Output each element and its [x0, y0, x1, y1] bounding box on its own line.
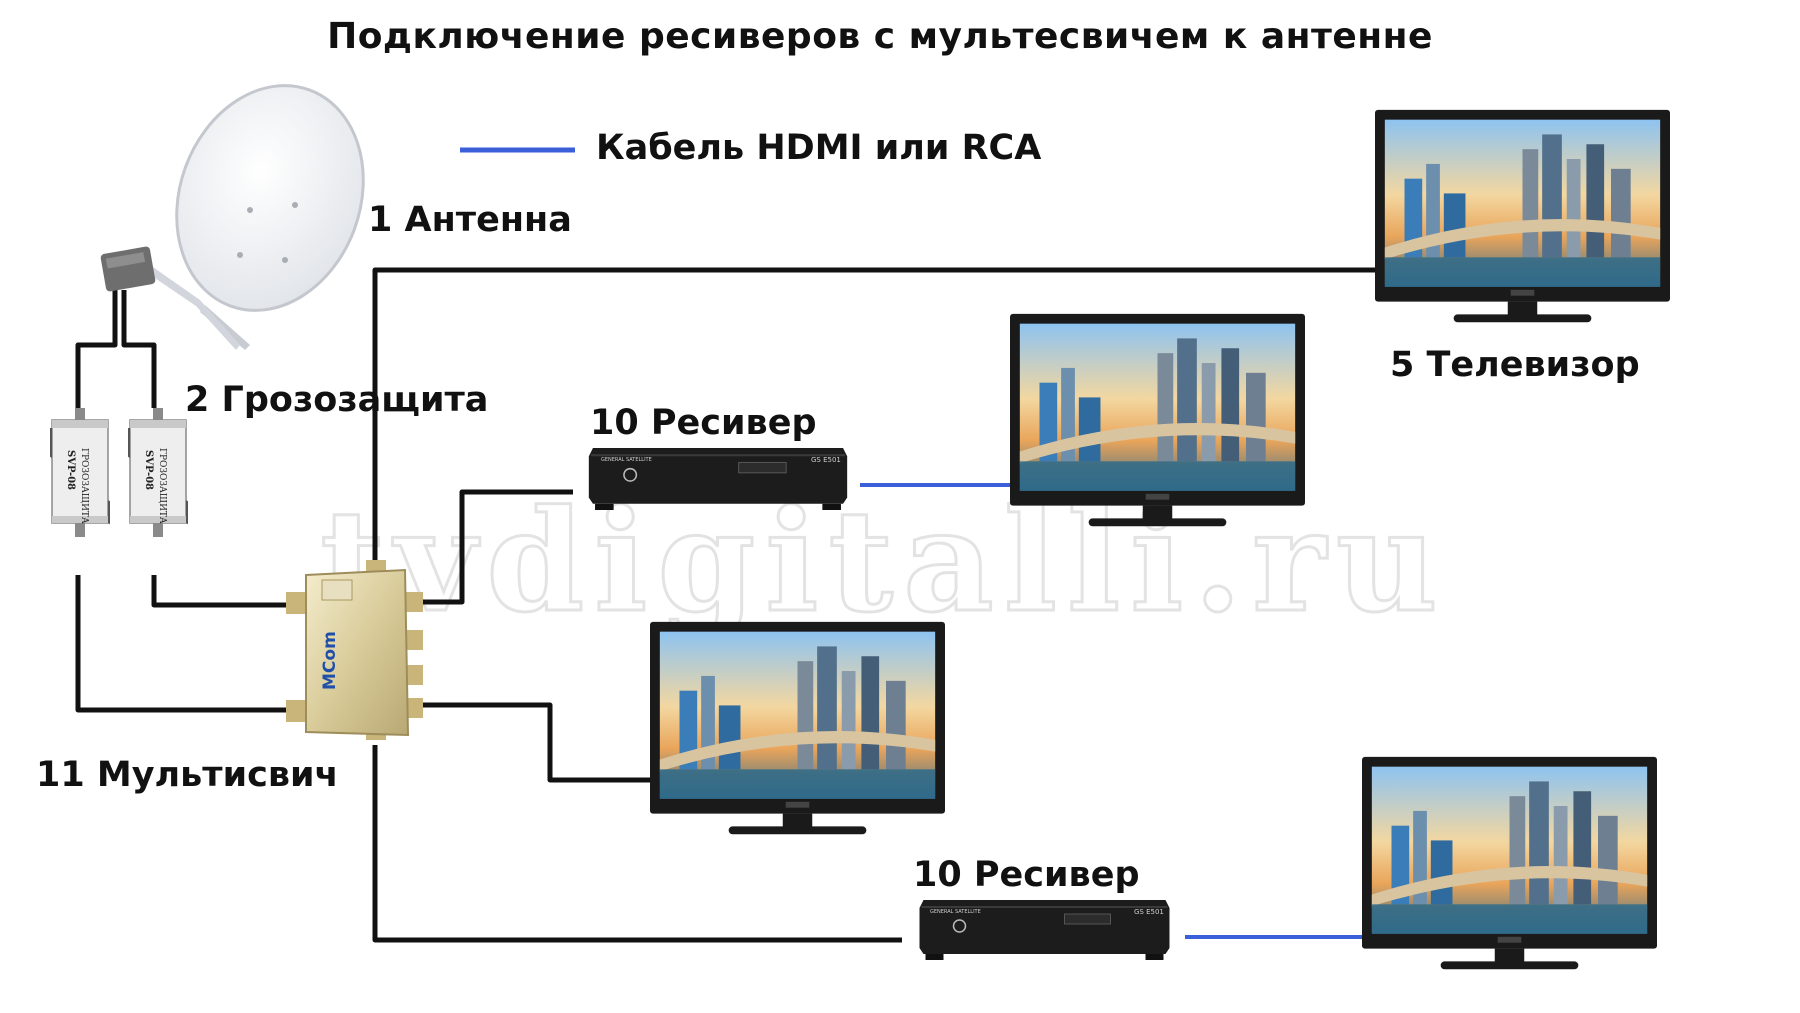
tv-bottom-right — [1362, 756, 1657, 970]
svg-text:GS E501: GS E501 — [811, 456, 841, 464]
tv-middle-lower — [650, 621, 945, 835]
watermark: tvdigitalli.ru — [320, 480, 1447, 644]
multiswitch-brand: MCom — [320, 631, 340, 690]
surge-protector-left: ГРОЗОЗАЩИТА SVP-08 — [50, 408, 110, 538]
svg-text:GENERAL SATELLITE: GENERAL SATELLITE — [930, 909, 981, 915]
cable-lnb-to-surge-left — [75, 290, 118, 408]
svg-text:ГРОЗОЗАЩИТА: ГРОЗОЗАЩИТА — [157, 448, 167, 524]
receiver-1: GS E501 GENERAL SATELLITE — [587, 448, 849, 510]
lnb-converter — [100, 246, 156, 292]
cable-surge-right-to-multiswitch — [151, 575, 286, 608]
cable-multiswitch-to-tv-middle — [420, 702, 650, 783]
label-surge-protection: 2 Грозозащита — [185, 380, 489, 420]
surge-protector-right: ГРОЗОЗАЩИТА SVP-08 — [128, 408, 188, 538]
label-antenna: 1 Антенна — [368, 200, 572, 240]
cable-multiswitch-to-receiver-1 — [420, 489, 573, 605]
tv-middle-upper — [1010, 313, 1305, 527]
tv-top-right — [1375, 109, 1670, 323]
cable-surge-left-to-multiswitch — [75, 575, 286, 713]
svg-text:GS E501: GS E501 — [1134, 908, 1164, 916]
cable-multiswitch-to-receiver-2 — [372, 745, 902, 943]
label-receiver-lower: 10 Ресивер — [913, 855, 1140, 895]
label-multiswitch: 11 Мультисвич — [36, 755, 339, 795]
label-tv: 5 Телевизор — [1390, 345, 1640, 385]
hdmi-cables — [860, 483, 1365, 939]
svg-text:GENERAL SATELLITE: GENERAL SATELLITE — [601, 457, 652, 463]
page-title: Подключение ресиверов с мультесвичем к а… — [327, 16, 1433, 57]
label-receiver-upper: 10 Ресивер — [590, 403, 817, 443]
svg-text:ГРОЗОЗАЩИТА: ГРОЗОЗАЩИТА — [79, 448, 89, 524]
satellite-dish — [100, 84, 365, 350]
svg-text:SVP-08: SVP-08 — [143, 450, 154, 490]
multiswitch: MCom — [286, 560, 423, 740]
legend-label: Кабель HDMI или RCA — [596, 128, 1042, 168]
receiver-2: GS E501 GENERAL SATELLITE — [918, 900, 1171, 960]
cable-lnb-to-surge-right — [121, 290, 157, 408]
svg-text:SVP-08: SVP-08 — [65, 450, 76, 490]
coax-cables — [75, 267, 1380, 943]
cable-multiswitch-to-tv-top — [372, 267, 1380, 575]
